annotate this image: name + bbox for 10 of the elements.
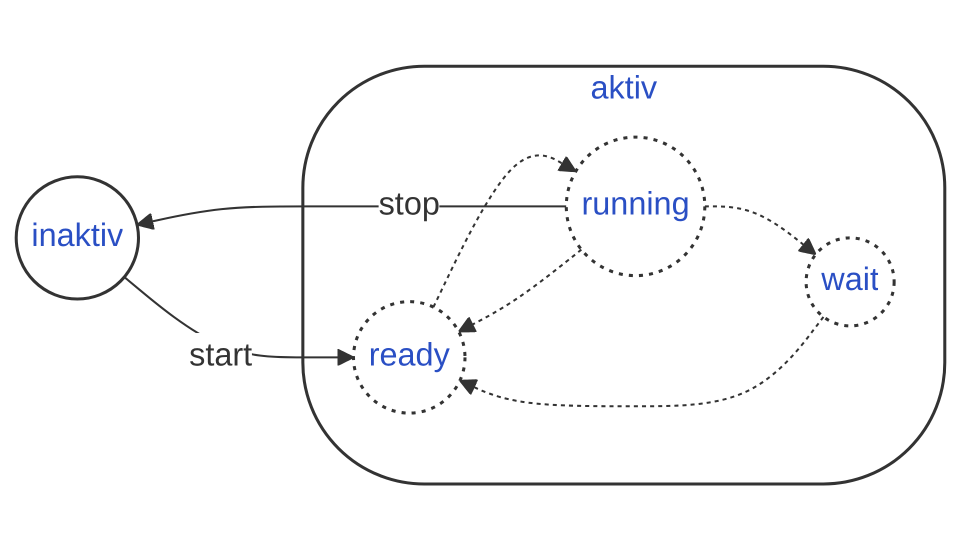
arrow <box>459 316 824 408</box>
node-circle: wait <box>804 236 896 328</box>
edge-label: start <box>189 340 252 374</box>
arrow <box>432 154 577 308</box>
arrow <box>704 206 817 256</box>
node-circle: ready <box>352 300 466 415</box>
edge-label: stop <box>378 188 440 223</box>
node-circle: inaktiv <box>14 176 140 301</box>
node-circle: running <box>564 136 706 278</box>
arrow <box>458 249 582 333</box>
